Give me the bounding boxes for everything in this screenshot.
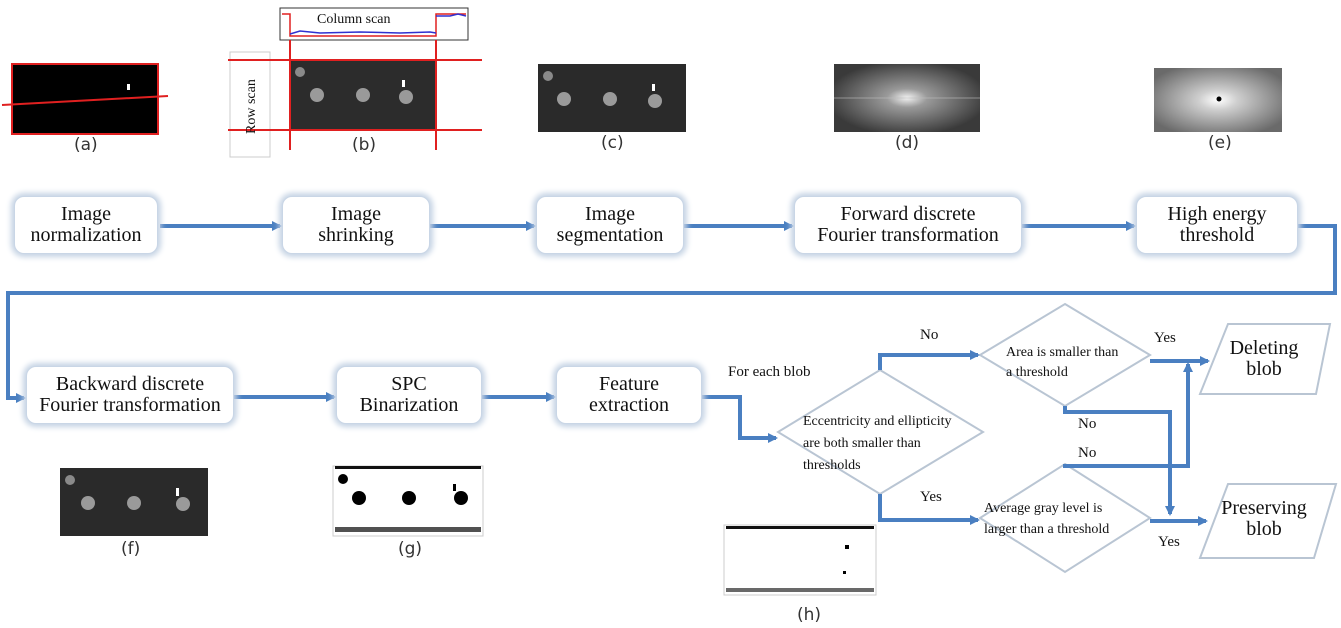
deleting-blob-text: Deleting blob: [1229, 337, 1299, 380]
branch-yes-lower: Yes: [920, 489, 942, 505]
step-backward-dft: Backward discrete Fourier transformation: [26, 366, 234, 424]
panel-b-image: [228, 7, 482, 158]
branch-no-area: No: [1078, 416, 1097, 432]
step-image-shrinking: Image shrinking: [282, 196, 430, 254]
step-image-normalization: Image normalization: [14, 196, 158, 254]
deleting-blob-parallelogram: [1198, 323, 1332, 395]
panel-c-image: [538, 64, 686, 132]
branch-yes-area: Yes: [1154, 330, 1176, 346]
panel-e-image: [1154, 68, 1282, 132]
panel-h-image: [723, 524, 877, 596]
branch-no-upper: No: [920, 327, 939, 343]
branch-no-gray: No: [1078, 445, 1097, 461]
arrow-gray-no-to-delete: [1063, 362, 1193, 468]
panel-a-image: [1, 63, 169, 135]
preserving-blob-text: Preserving blob: [1221, 497, 1307, 540]
step-forward-dft: Forward discrete Fourier transformation: [794, 196, 1022, 254]
arrow-no-to-area: [878, 350, 980, 370]
caption-h: (h): [797, 605, 822, 625]
for-each-blob-label: For each blob: [728, 364, 811, 380]
column-scan-label: Column scan: [317, 12, 391, 27]
arrow-area-no-to-preserve: [1063, 406, 1175, 516]
panel-f-image: [60, 468, 208, 536]
preserving-blob-parallelogram: [1198, 483, 1338, 559]
row-scan-label: Row scan: [244, 79, 259, 134]
step-image-segmentation: Image segmentation: [536, 196, 684, 254]
decision-gray-level-text: Average gray level is larger than a thre…: [984, 501, 1110, 537]
step-spc-binarization: SPC Binarization: [336, 366, 482, 424]
caption-c: (c): [601, 133, 624, 153]
branch-yes-gray: Yes: [1158, 534, 1180, 550]
decision-eccentricity-text: Eccentricity and ellipticity are both sm…: [803, 414, 952, 473]
panel-g-image: [332, 465, 484, 537]
arrow-feature-to-decision: [702, 395, 778, 443]
decision-gray-level-diamond: [978, 462, 1152, 574]
caption-g: (g): [398, 539, 423, 559]
caption-d: (d): [895, 133, 920, 153]
caption-e: (e): [1208, 133, 1232, 153]
caption-a: (a): [74, 135, 98, 155]
arrow-wraparound: [6, 224, 1337, 403]
step-feature-extraction: Feature extraction: [556, 366, 702, 424]
arrow-yes-to-gray: [878, 494, 980, 525]
caption-b: (b): [352, 135, 377, 155]
decision-area-text: Area is smaller than a threshold: [1006, 345, 1119, 380]
step-high-energy-threshold: High energy threshold: [1136, 196, 1298, 254]
panel-d-image: [834, 64, 980, 132]
caption-f: (f): [121, 539, 141, 559]
